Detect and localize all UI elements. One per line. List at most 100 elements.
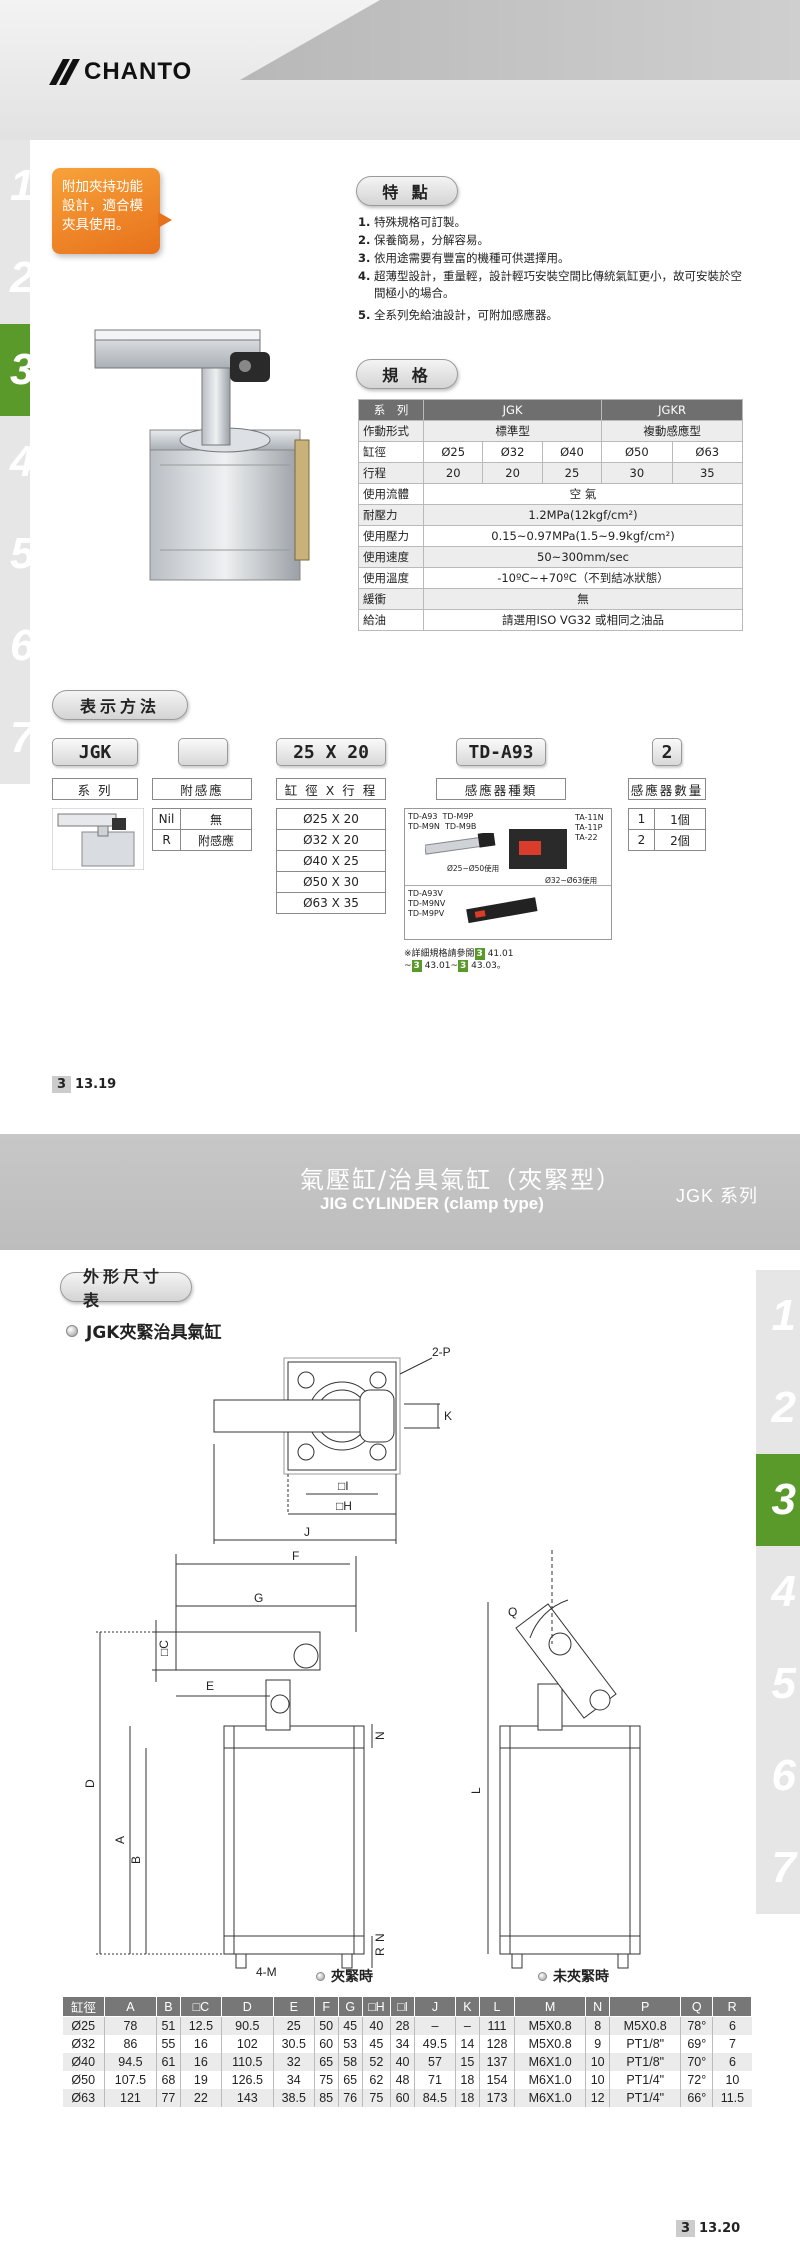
table-cell: 85 xyxy=(313,2088,339,2107)
col-header: P xyxy=(609,1996,682,2017)
list-item: 4.超薄型設計，重量輕，設計輕巧安裝空間比傳統氣缸更小，故可安裝於空間極小的場合… xyxy=(358,269,742,300)
dim-label: F xyxy=(292,1549,299,1563)
sensor-group-1: TD-A93 TD-M9P TD-M9N TD-M9B xyxy=(408,812,477,831)
table-cell: 65 xyxy=(313,2052,339,2071)
chapter-tab-6[interactable]: 6 xyxy=(756,1730,800,1822)
col-header: E xyxy=(272,1996,315,2017)
sensor-types-panel: TD-A93 TD-M9P TD-M9N TD-M9B Ø25~Ø50使用 TA… xyxy=(404,808,612,940)
chapter-tab-2[interactable]: 2 xyxy=(756,1362,800,1454)
dim-label: □H xyxy=(336,1499,352,1513)
table-cell: 78 xyxy=(103,2016,157,2035)
table-cell: 143 xyxy=(220,2088,274,2107)
table-cell: 52 xyxy=(361,2052,391,2071)
subsection-title: JGK夾緊治具氣缸 xyxy=(66,1318,221,1343)
sensor-group-3: TD-A93V TD-M9NV TD-M9PV xyxy=(408,889,446,918)
chanto-logo-icon xyxy=(52,59,78,85)
chapter-tab-7[interactable]: 7 xyxy=(0,692,34,784)
table-cell: 16 xyxy=(179,2034,222,2053)
page-number: 3 13.19 xyxy=(52,1076,116,1093)
caption-unclamped: 未夾緊時 xyxy=(538,1966,609,1986)
chapter-tabs: 1 2 3 4 5 6 7 xyxy=(0,140,34,784)
table-cell: 32 xyxy=(272,2052,315,2071)
table-cell: 45 xyxy=(361,2034,391,2053)
table-cell: – xyxy=(454,2016,480,2035)
code-bore-stroke: 25 X 20 xyxy=(276,738,386,766)
table-cell: PT1/4" xyxy=(609,2088,681,2107)
chapter-tab-1[interactable]: 1 xyxy=(0,140,34,232)
table-cell: 6 xyxy=(712,2016,752,2035)
table-cell: 121 xyxy=(103,2088,157,2107)
table-cell: 78° xyxy=(680,2016,713,2035)
chapter-tab-6[interactable]: 6 xyxy=(0,600,34,692)
list-item: 1.特殊規格可訂製。 xyxy=(358,215,466,229)
table-cell: 48 xyxy=(390,2070,415,2089)
dim-label: N xyxy=(373,1933,387,1942)
table-cell: 111 xyxy=(478,2016,515,2035)
table-cell: 6 xyxy=(712,2052,752,2071)
page-no: 13.20 xyxy=(699,2221,741,2236)
chapter-tab-4[interactable]: 4 xyxy=(0,416,34,508)
sensor-image xyxy=(425,833,496,855)
col-header: L xyxy=(478,1996,516,2017)
table-cell: Ø25 xyxy=(62,2016,105,2035)
chapter-tab-5[interactable]: 5 xyxy=(0,508,34,600)
table-cell: M5X0.8 xyxy=(609,2016,681,2035)
col-header: □C xyxy=(179,1996,222,2017)
table-cell: 8 xyxy=(585,2016,610,2035)
page-chip: 3 xyxy=(676,2220,696,2237)
subsection-text: JGK夾緊治具氣缸 xyxy=(86,1323,222,1343)
label-sensor-option: 附感應 xyxy=(152,778,252,800)
table-cell: 57 xyxy=(414,2052,456,2071)
table-cell: M5X0.8 xyxy=(514,2034,586,2053)
sensor-note-1: Ø25~Ø50使用 xyxy=(447,864,500,873)
col-header: Q xyxy=(680,1996,714,2017)
chapter-tab-2[interactable]: 2 xyxy=(0,232,34,324)
col-header: G xyxy=(337,1996,363,2017)
spec-table: 系 列 JGK JGKR 作動形式 標準型 複動感應型 缸徑 Ø25 Ø32 Ø… xyxy=(358,399,744,631)
table-cell: 18 xyxy=(454,2088,480,2107)
chapter-tabs: 1 2 3 4 5 6 7 xyxy=(756,1270,800,1914)
dim-label: N xyxy=(373,1731,387,1740)
table-cell: 71 xyxy=(414,2070,456,2089)
table-cell: 12.5 xyxy=(179,2016,222,2035)
table-cell: 40 xyxy=(390,2052,415,2071)
dimension-drawing: 2-P K □I □H J xyxy=(83,1345,641,1979)
chapter-tab-3[interactable]: 3 xyxy=(756,1454,800,1546)
table-cell: 94.5 xyxy=(103,2052,157,2071)
chapter-tab-3[interactable]: 3 xyxy=(0,324,34,416)
col-header: A xyxy=(103,1996,157,2017)
chapter-tab-4[interactable]: 4 xyxy=(756,1546,800,1638)
table-cell: 22 xyxy=(179,2088,222,2107)
page-chip: 3 xyxy=(52,1076,72,1093)
brand-logo: CHANTO xyxy=(52,58,192,86)
table-cell: M6X1.0 xyxy=(514,2052,586,2071)
table-cell: 7 xyxy=(712,2034,752,2053)
chapter-tab-1[interactable]: 1 xyxy=(756,1270,800,1362)
section-title: 外形尺寸表 xyxy=(60,1267,192,1310)
bullet-icon xyxy=(316,1971,325,1981)
table-cell: 62 xyxy=(361,2070,391,2089)
dim-label: Q xyxy=(508,1605,517,1619)
table-cell: 76 xyxy=(337,2088,363,2107)
code-sensor-option xyxy=(178,738,228,766)
dim-label: K xyxy=(444,1409,452,1423)
chapter-tab-7[interactable]: 7 xyxy=(756,1822,800,1914)
callout-line: 夾具使用。 xyxy=(62,217,130,233)
dim-label: B xyxy=(129,1856,143,1864)
table-cell: 84.5 xyxy=(414,2088,456,2107)
chapter-tab-5[interactable]: 5 xyxy=(756,1638,800,1730)
features-list: 1.特殊規格可訂製。 2.保養簡易，分解容易。 3.依用途需要有豐富的機種可供選… xyxy=(358,214,758,325)
col-header: □I xyxy=(390,1996,416,2017)
sensor-image xyxy=(509,829,567,869)
col-header: JGK xyxy=(422,399,603,421)
table-cell: 49.5 xyxy=(414,2034,456,2053)
table-cell: 15 xyxy=(454,2052,480,2071)
code-sensor-qty: 2 xyxy=(652,738,682,766)
dim-label: 2-P xyxy=(432,1345,451,1359)
col-header: R xyxy=(712,1996,752,2017)
table-cell: 11.5 xyxy=(712,2088,752,2107)
col-header: 系 列 xyxy=(358,399,424,421)
